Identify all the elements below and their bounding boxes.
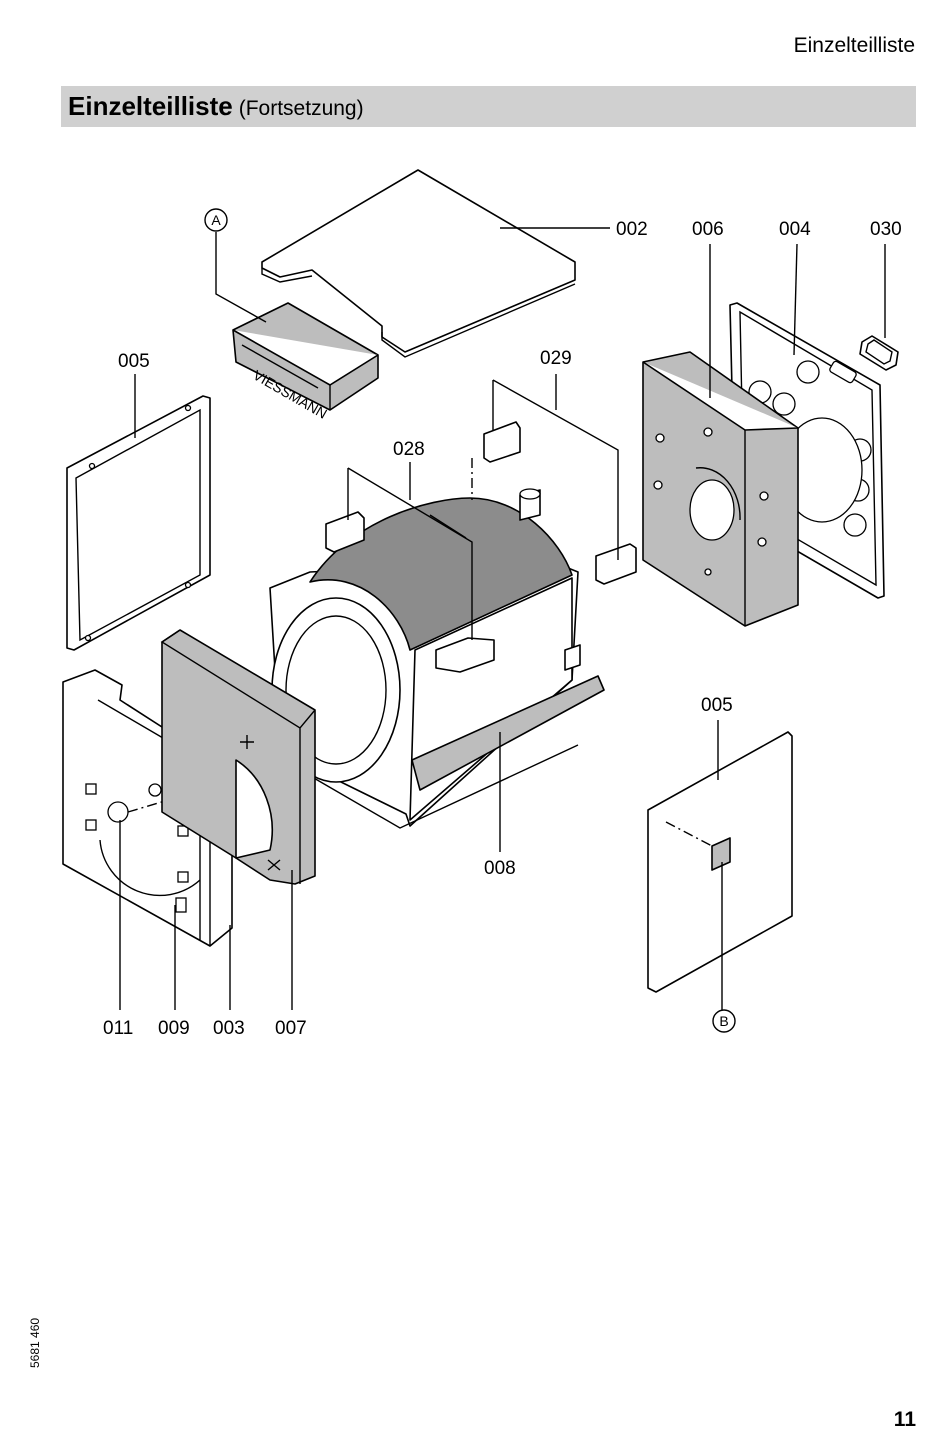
- part-005-left-side-panel: [66, 395, 211, 651]
- callout-002: 002: [616, 219, 648, 240]
- callout-009: 009: [158, 1018, 190, 1039]
- callout-029: 029: [540, 348, 572, 369]
- callout-008: 008: [484, 858, 516, 879]
- callout-004: 004: [779, 219, 811, 240]
- callout-006: 006: [692, 219, 724, 240]
- callout-005-left: 005: [118, 351, 150, 372]
- document-number: 5681 460: [28, 1317, 42, 1368]
- callout-028: 028: [393, 439, 425, 460]
- marker-b: B: [712, 1009, 736, 1033]
- part-006-rear-insulation: [642, 351, 799, 627]
- callout-030: 030: [870, 219, 902, 240]
- marker-a-label: A: [211, 212, 221, 228]
- boiler-body: [269, 488, 605, 829]
- part-004-rear-panel: [729, 302, 885, 599]
- part-002-top-cover: [261, 169, 576, 358]
- callout-007: 007: [275, 1018, 307, 1039]
- marker-b-label: B: [719, 1013, 728, 1029]
- part-029-brackets: [471, 379, 637, 585]
- section-title-text: Einzelteilliste: [68, 91, 233, 121]
- leader-lines: [119, 227, 886, 1010]
- page-number: 11: [893, 1408, 916, 1431]
- running-header-title: Einzelteilliste: [793, 34, 915, 57]
- part-007-front-insulation: [160, 629, 316, 885]
- callout-003: 003: [213, 1018, 245, 1039]
- section-title: Einzelteilliste(Fortsetzung): [68, 91, 364, 122]
- section-subtitle: (Fortsetzung): [238, 97, 364, 120]
- callout-011: 011: [103, 1018, 133, 1039]
- part-028-brackets: [325, 467, 495, 673]
- section-title-bar: Einzelteilliste(Fortsetzung): [61, 86, 916, 127]
- callout-005-right: 005: [701, 695, 733, 716]
- part-005-right-cover-panel: [647, 731, 793, 993]
- marker-a: A: [204, 208, 228, 232]
- part-a-control-unit: VIESSMANN: [232, 302, 379, 422]
- part-030-gasket: [859, 335, 899, 371]
